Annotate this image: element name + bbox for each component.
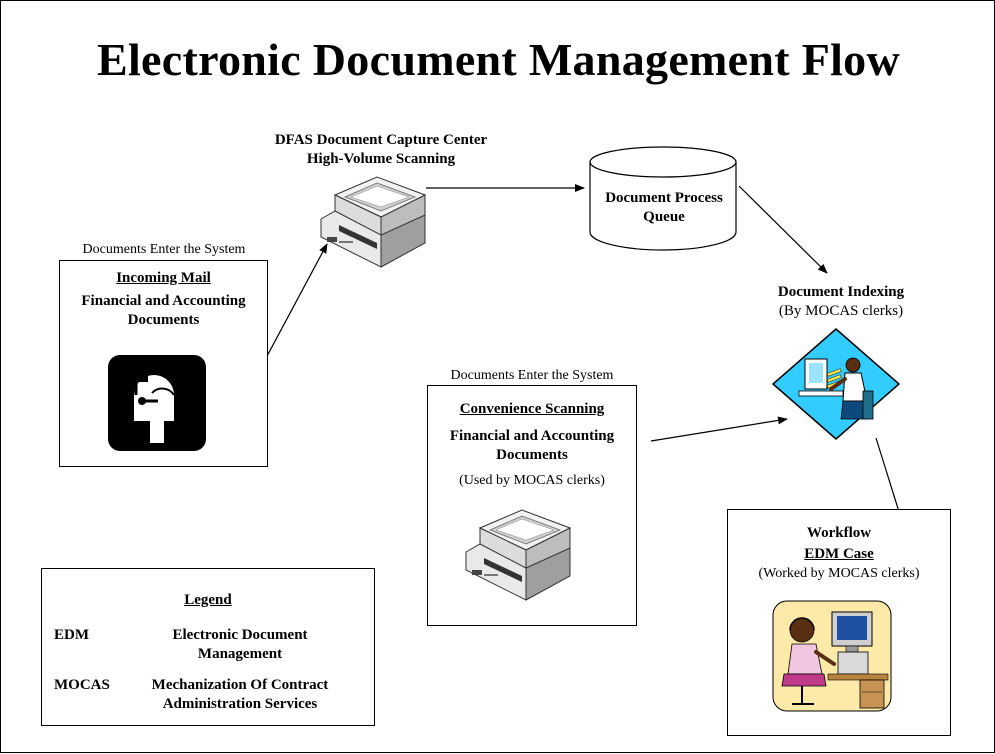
incoming-mail-line1: Financial and Accounting: [81, 293, 246, 309]
legend-def-mocas-line2: Administration Services: [162, 696, 318, 712]
legend-title: Legend: [184, 592, 232, 608]
mailbox-icon: [108, 355, 206, 451]
queue-line2: Queue: [643, 209, 685, 225]
convenience-note: (Used by MOCAS clerks): [459, 473, 605, 488]
capture-center-line1: DFAS Document Capture Center: [274, 132, 488, 148]
legend-def-mocas: Mechanization Of Contract Administration…: [134, 676, 346, 714]
indexing-title: Document Indexing: [777, 284, 905, 300]
incoming-mail-heading: Incoming Mail: [116, 270, 211, 286]
workflow-heading: EDM Case: [804, 546, 874, 562]
incoming-mail-caption: Documents Enter the System: [82, 242, 246, 257]
queue-line1: Document Process: [605, 190, 723, 206]
scanner-icon: [465, 509, 572, 601]
incoming-mail-box: Incoming Mail Financial and Accounting D…: [59, 260, 268, 467]
convenience-box: Convenience Scanning Financial and Accou…: [427, 385, 637, 626]
legend-abbr-edm: EDM: [54, 627, 89, 643]
legend-def-mocas-line1: Mechanization Of Contract: [151, 677, 329, 693]
arrow-queue-to-indexing: [738, 185, 828, 274]
page-title: Electronic Document Management Flow: [97, 34, 900, 85]
indexing-subtitle: (By MOCAS clerks): [778, 303, 904, 319]
indexing-label: Document Indexing (By MOCAS clerks): [731, 283, 951, 321]
legend-def-edm: Electronic Document Management: [134, 626, 346, 664]
workflow-note: (Worked by MOCAS clerks): [758, 566, 920, 581]
workflow-title: Workflow: [806, 525, 872, 541]
headset-worker-icon: [772, 600, 892, 712]
incoming-mail-line2: Documents: [127, 312, 200, 328]
legend-box: Legend EDM Electronic Document Managemen…: [41, 568, 375, 726]
scanner-icon: [320, 176, 427, 268]
clerk-computer-icon: [771, 328, 901, 440]
convenience-heading: Convenience Scanning: [459, 401, 605, 417]
workflow-box: Workflow EDM Case (Worked by MOCAS clerk…: [727, 509, 951, 736]
convenience-line2: Documents: [496, 447, 568, 463]
capture-center-line2: High-Volume Scanning: [306, 151, 456, 167]
legend-def-edm-line2: Management: [197, 646, 283, 662]
arrow-convenience-to-indexing: [650, 416, 788, 442]
queue-label: Document Process Queue: [589, 189, 739, 227]
convenience-caption: Documents Enter the System: [450, 368, 614, 383]
convenience-line1: Financial and Accounting: [449, 428, 615, 444]
capture-center-label: DFAS Document Capture Center High-Volume…: [231, 131, 531, 169]
legend-def-edm-line1: Electronic Document: [172, 627, 308, 643]
queue-cylinder-icon: [589, 146, 737, 251]
legend-abbr-mocas: MOCAS: [54, 677, 110, 693]
